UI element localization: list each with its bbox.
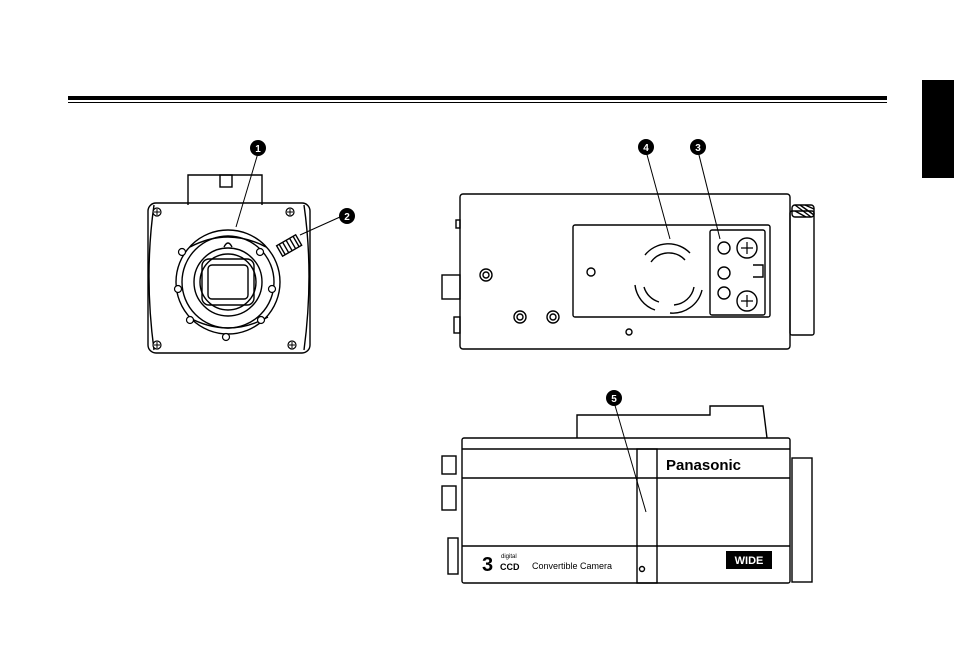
branded-side-view-diagram: Panasonic 3 digital CCD Convertible Came… xyxy=(430,388,830,588)
callout-label-1: 1 xyxy=(255,144,261,155)
front-view-diagram: 1 2 xyxy=(140,135,320,360)
callout-label-3: 3 xyxy=(695,143,701,154)
ccd-small-label: digital xyxy=(501,554,517,560)
header-rule-thin xyxy=(68,102,887,103)
section-tab xyxy=(922,80,954,178)
callout-label-5: 5 xyxy=(611,394,617,405)
wide-badge: WIDE xyxy=(735,555,764,567)
side-view-diagram: 4 3 xyxy=(430,135,830,355)
header-rule-thick xyxy=(68,96,887,100)
callout-label-4: 4 xyxy=(643,143,649,154)
callout-label-2: 2 xyxy=(344,212,350,223)
model-label: Convertible Camera xyxy=(532,561,612,571)
ccd-number: 3 xyxy=(482,554,493,576)
brand-logo: Panasonic xyxy=(666,457,741,474)
ccd-big-label: CCD xyxy=(500,562,520,572)
